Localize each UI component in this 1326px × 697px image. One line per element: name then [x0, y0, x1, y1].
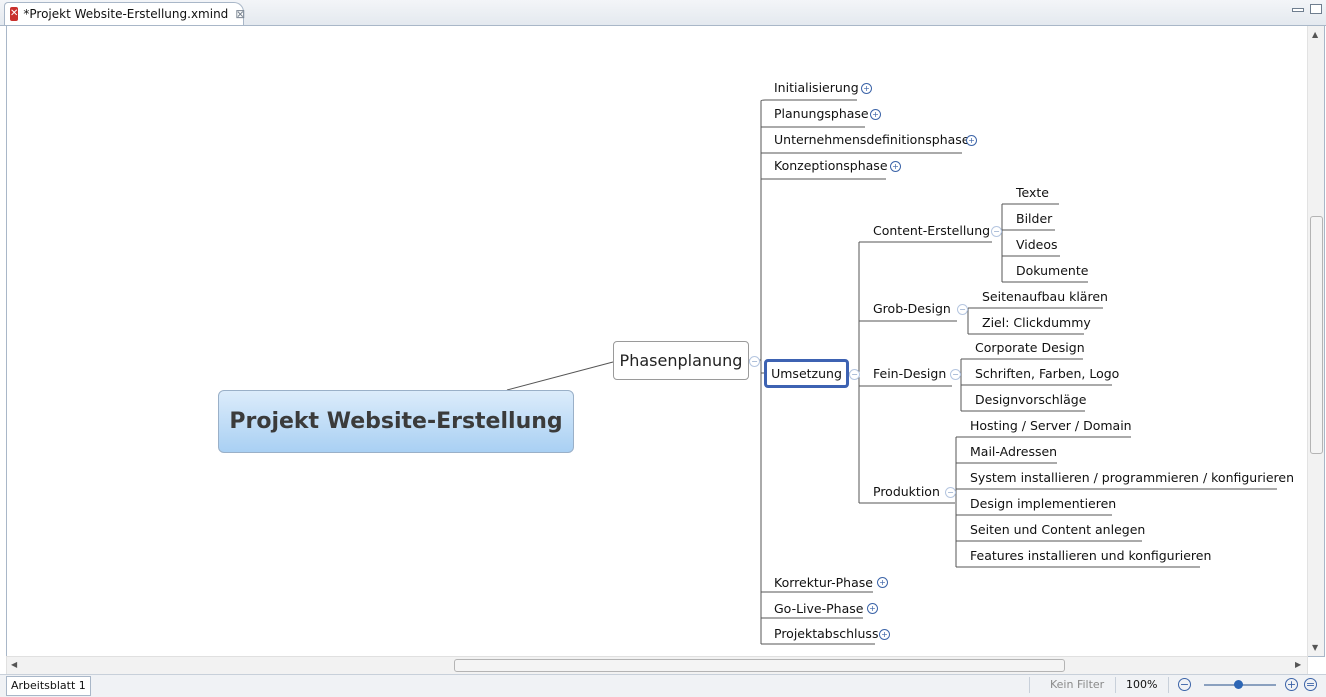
topic-hosting[interactable]: Hosting / Server / Domain: [970, 418, 1132, 433]
topic-seiten-content[interactable]: Seiten und Content anlegen: [970, 522, 1146, 537]
topic-initialisierung[interactable]: Initialisierung: [774, 80, 859, 95]
zoom-level: 100%: [1126, 678, 1158, 691]
expand-icon[interactable]: +: [877, 577, 888, 588]
zoom-in-icon[interactable]: +: [1285, 678, 1298, 691]
scroll-left-icon[interactable]: ◀: [11, 660, 18, 669]
collapse-icon[interactable]: −: [991, 226, 1002, 237]
topic-videos[interactable]: Videos: [1016, 237, 1058, 252]
mindmap-canvas[interactable]: Projekt Website-Erstellung Phasenplanung…: [7, 26, 1307, 656]
topic-dokumente[interactable]: Dokumente: [1016, 263, 1089, 278]
collapse-icon[interactable]: −: [945, 487, 956, 498]
topic-unternehmensdefinitionsphase[interactable]: Unternehmensdefinitionsphase: [774, 132, 970, 147]
collapse-icon[interactable]: −: [957, 304, 968, 315]
xmind-file-icon: ✕: [10, 7, 19, 21]
divider: [1168, 677, 1169, 693]
topic-planungsphase[interactable]: Planungsphase: [774, 106, 869, 121]
divider: [1029, 677, 1030, 693]
topic-texte[interactable]: Texte: [1016, 185, 1049, 200]
main-topic-phasenplanung[interactable]: Phasenplanung: [613, 341, 749, 380]
central-topic[interactable]: Projekt Website-Erstellung: [218, 390, 574, 453]
expand-icon[interactable]: +: [861, 83, 872, 94]
sheet-tab[interactable]: Arbeitsblatt 1: [6, 676, 91, 696]
close-icon[interactable]: ⊠: [235, 7, 246, 21]
scroll-right-icon[interactable]: ▶: [1295, 660, 1302, 669]
expand-icon[interactable]: +: [867, 603, 878, 614]
topic-projektabschluss[interactable]: Projektabschluss: [774, 626, 879, 641]
expand-icon[interactable]: +: [879, 629, 890, 640]
topic-korrektur-phase[interactable]: Korrektur-Phase: [774, 575, 873, 590]
maximize-button[interactable]: [1310, 4, 1322, 14]
topic-bilder[interactable]: Bilder: [1016, 211, 1053, 226]
mindmap-editor: Projekt Website-Erstellung Phasenplanung…: [6, 26, 1325, 657]
horizontal-scrollbar[interactable]: ◀ ▶: [6, 656, 1308, 675]
topic-umsetzung-selected[interactable]: Umsetzung: [764, 359, 849, 388]
topic-designvorschlaege[interactable]: Designvorschläge: [975, 392, 1087, 407]
status-bar: Arbeitsblatt 1 Kein Filter 100% − + =: [0, 674, 1326, 697]
collapse-icon[interactable]: −: [849, 369, 860, 380]
filter-label[interactable]: Kein Filter: [1050, 678, 1105, 691]
topic-grob-design[interactable]: Grob-Design: [873, 301, 951, 316]
topic-clickdummy[interactable]: Ziel: Clickdummy: [982, 315, 1091, 330]
topic-schriften-farben-logo[interactable]: Schriften, Farben, Logo: [975, 366, 1120, 381]
topic-konzeptionsphase[interactable]: Konzeptionsphase: [774, 158, 888, 173]
topic-produktion[interactable]: Produktion: [873, 484, 940, 499]
collapse-icon[interactable]: −: [950, 369, 961, 380]
topic-content-erstellung[interactable]: Content-Erstellung: [873, 223, 991, 238]
topic-features[interactable]: Features installieren und konfigurieren: [970, 548, 1212, 563]
topic-seitenaufbau[interactable]: Seitenaufbau klären: [982, 289, 1108, 304]
expand-icon[interactable]: +: [966, 135, 977, 146]
central-connector: [506, 361, 614, 391]
zoom-slider-handle[interactable]: [1234, 680, 1243, 689]
tab-title: *Projekt Website-Erstellung.xmind: [23, 7, 229, 21]
topic-fein-design[interactable]: Fein-Design: [873, 366, 947, 381]
editor-tab[interactable]: ✕ *Projekt Website-Erstellung.xmind ⊠: [4, 2, 246, 25]
zoom-out-icon[interactable]: −: [1178, 678, 1191, 691]
scroll-up-icon[interactable]: ▲: [1312, 30, 1319, 39]
topic-system-installieren[interactable]: System installieren / programmieren / ko…: [970, 470, 1295, 485]
topic-mail-adressen[interactable]: Mail-Adressen: [970, 444, 1058, 459]
expand-icon[interactable]: +: [890, 161, 901, 172]
horizontal-scroll-thumb[interactable]: [454, 659, 1065, 672]
topic-corporate-design[interactable]: Corporate Design: [975, 340, 1085, 355]
editor-tab-bar: ✕ *Projekt Website-Erstellung.xmind ⊠: [0, 0, 1326, 26]
collapse-icon[interactable]: −: [749, 356, 760, 367]
vertical-scroll-thumb[interactable]: [1310, 216, 1323, 454]
scroll-down-icon[interactable]: ▼: [1312, 643, 1319, 652]
vertical-scrollbar[interactable]: ▲ ▼: [1307, 26, 1324, 656]
divider: [1115, 677, 1116, 693]
zoom-fit-icon[interactable]: =: [1304, 678, 1317, 691]
minimize-button[interactable]: [1292, 8, 1304, 12]
topic-design-implementieren[interactable]: Design implementieren: [970, 496, 1117, 511]
topic-go-live-phase[interactable]: Go-Live-Phase: [774, 601, 864, 616]
expand-icon[interactable]: +: [870, 109, 881, 120]
